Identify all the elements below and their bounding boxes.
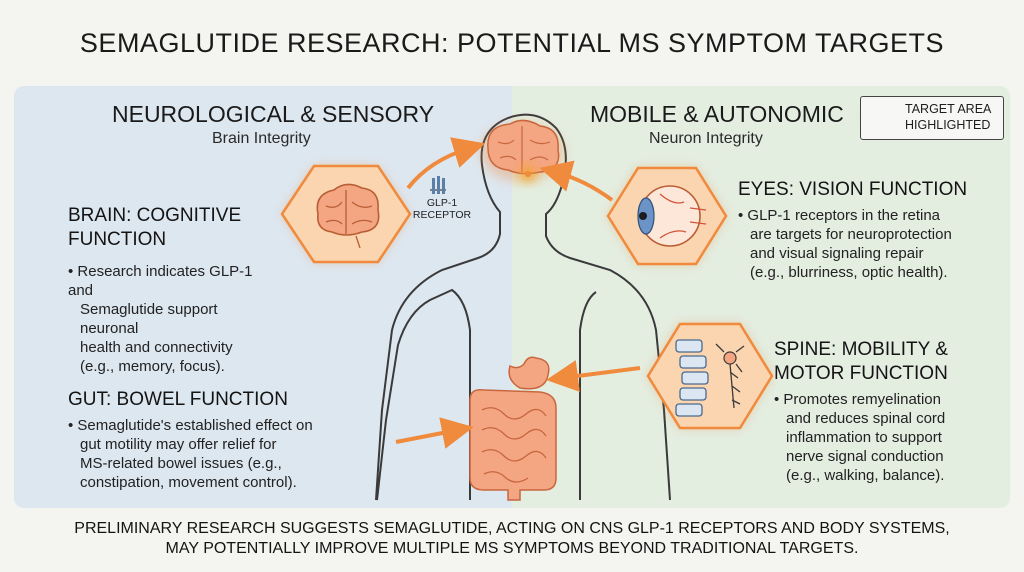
footer-summary: PRELIMINARY RESEARCH SUGGESTS SEMAGLUTID… [0,519,1024,559]
spine-line: inflammation to support [786,429,942,446]
neurological-panel [14,86,512,508]
spine-line: (e.g., walking, balance). [786,467,945,484]
brain-line: health and connectivity [80,339,233,356]
eyes-line: • GLP-1 receptors in the retina [738,207,941,224]
legend-line-1: TARGET AREA [905,102,992,116]
legend-line-2: HIGHLIGHTED [905,118,991,132]
gut-description: • Semaglutide's established effect on gu… [68,416,368,492]
eyes-line: (e.g., blurriness, optic health). [750,264,948,281]
left-section-subtitle: Brain Integrity [212,130,311,147]
gut-organ-icon [469,356,557,501]
page-title: SEMAGLUTIDE RESEARCH: POTENTIAL MS SYMPT… [79,28,945,58]
eyes-line: are targets for neuroprotection [750,226,952,243]
brain-target-hexagon [280,164,412,264]
eyes-arrow [539,160,614,202]
gut-section: GUT: BOWEL FUNCTION • Semaglutide's esta… [68,388,368,492]
eyes-description: • GLP-1 receptors in the retina are targ… [738,206,998,282]
glp1-receptor-icon [430,176,446,194]
eyes-section: EYES: VISION FUNCTION • GLP-1 receptors … [738,178,998,282]
neuron-icon [715,343,745,409]
gut-line: • Semaglutide's established effect on [68,417,313,434]
spine-icon [675,339,709,417]
spine-target-hexagon [646,322,774,430]
brain-line: (e.g., memory, focus). [80,358,225,375]
brain-icon [316,183,380,249]
right-section-title: MOBILE & AUTONOMIC [590,101,844,127]
receptor-line-2: RECEPTOR [412,209,472,221]
brain-arrow [406,137,486,190]
eye-target-hexagon [606,166,728,266]
eyes-line: and visual signaling repair [750,245,924,262]
brain-line: • Research indicates GLP-1 and [68,263,253,299]
spine-heading-2: MOTOR FUNCTION [774,363,948,384]
spine-heading-1: SPINE: MOBILITY & [774,339,948,360]
gut-line: gut motility may offer relief for [80,436,277,453]
gut-line: constipation, movement control). [80,474,297,491]
spine-line: • Promotes remyelination [774,391,941,408]
legend-box [860,96,1004,140]
gut-heading: GUT: BOWEL FUNCTION [68,389,288,410]
spine-section: SPINE: MOBILITY & MOTOR FUNCTION • Promo… [774,338,1004,485]
spine-arrow [546,360,641,392]
brain-section: BRAIN: COGNITIVE FUNCTION • Research ind… [68,204,278,376]
receptor-label: GLP-1 RECEPTOR [412,197,472,221]
spine-line: and reduces spinal cord [786,410,946,427]
eyes-heading: EYES: VISION FUNCTION [738,179,968,200]
receptor-line-1: GLP-1 [426,197,458,209]
left-section-title: NEUROLOGICAL & SENSORY [112,101,435,127]
head-brain-icon [480,119,564,182]
right-section-subtitle: Neuron Integrity [649,130,763,147]
brain-line: Semaglutide support neuronal [80,301,218,337]
brain-heading-1: BRAIN: COGNITIVE [68,205,242,226]
brain-heading-2: FUNCTION [68,229,167,250]
gut-line: MS-related bowel issues (e.g., [80,455,282,472]
legend-label: TARGET AREA HIGHLIGHTED [905,101,991,133]
autonomic-panel [512,86,1010,508]
body-silhouette [375,113,671,501]
footer-line-1: PRELIMINARY RESEARCH SUGGESTS SEMAGLUTID… [74,520,950,537]
eye-icon [637,185,707,247]
spine-description: • Promotes remyelination and reduces spi… [774,390,1004,485]
brain-description: • Research indicates GLP-1 and Semagluti… [68,262,278,376]
spine-line: nerve signal conduction [786,448,944,465]
footer-line-2: MAY POTENTIALLY IMPROVE MULTIPLE MS SYMP… [165,540,859,557]
gut-arrow [395,417,474,449]
